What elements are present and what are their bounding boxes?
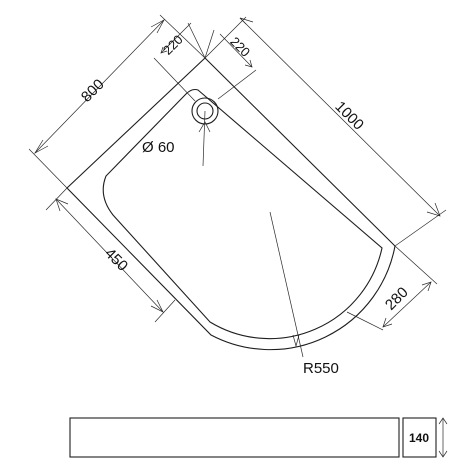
radius-label: R550	[303, 360, 339, 377]
dimension-1000	[204, 16, 447, 247]
dimension-1000-label: 1000	[331, 98, 367, 134]
dimension-800	[28, 14, 206, 189]
dimension-280	[346, 245, 438, 331]
dimension-220-right	[204, 29, 257, 100]
dimension-220-right-label: 220	[227, 34, 253, 60]
dimension-220-left	[153, 22, 206, 102]
height-dimension-arrow	[438, 417, 448, 458]
height-140-label: 140	[409, 431, 429, 445]
dimension-450	[45, 187, 176, 323]
dimension-280-label: 280	[382, 284, 412, 314]
drain-diameter-label: Ø 60	[142, 139, 175, 156]
drain-leader-arrow	[198, 121, 211, 133]
drain-leader-line	[202, 110, 206, 167]
side-elevation-view	[69, 417, 400, 458]
tray-outer-outline	[66, 57, 396, 351]
height-label-box	[402, 417, 437, 458]
dimension-800-label: 800	[78, 76, 108, 106]
radius-leader-line	[269, 211, 304, 358]
tray-inner-basin	[102, 88, 383, 340]
radius-leader-arrow	[292, 334, 300, 348]
